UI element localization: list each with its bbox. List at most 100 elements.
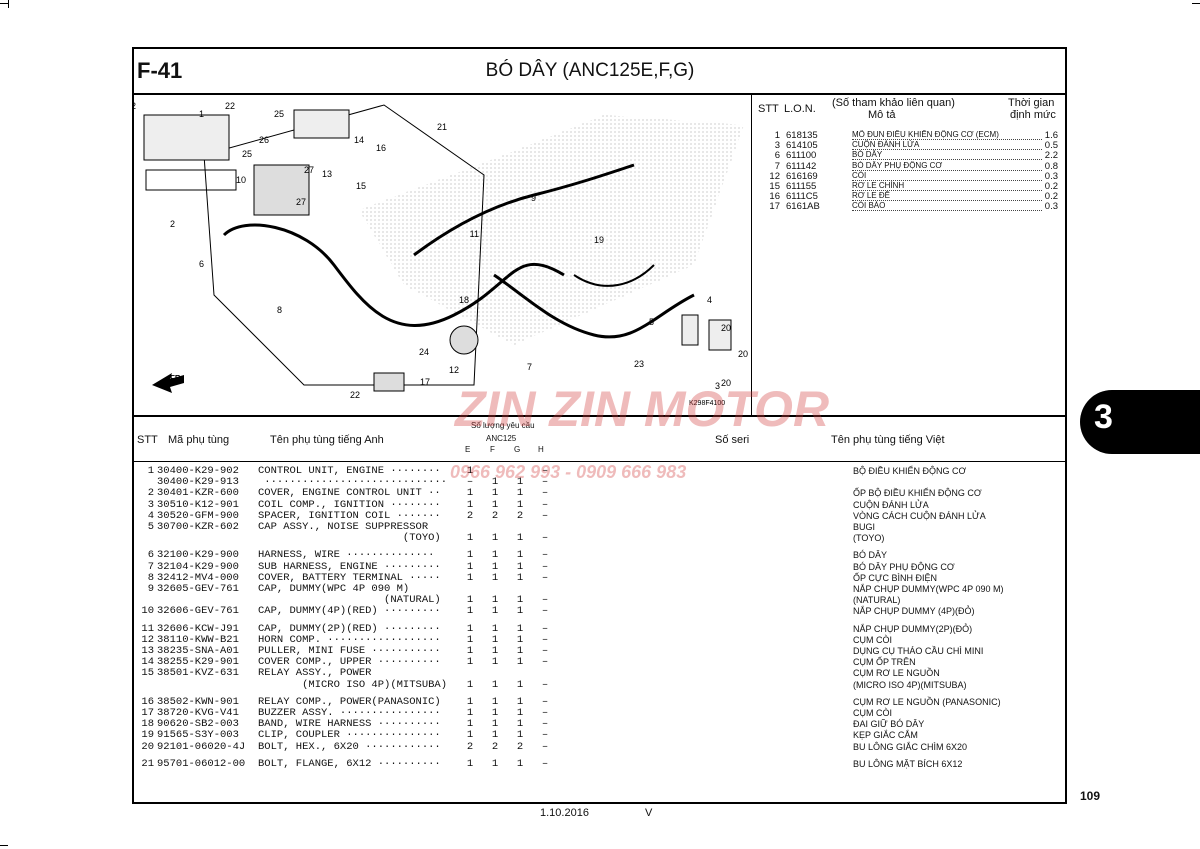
parts-row-qty-f: 1 [491,678,499,691]
parts-row-vietnamese-name: CỤM RƠ LE NGUỒN (PANASONIC) [853,696,1001,707]
parts-row-qty-g: 1 [516,645,524,657]
parts-row-english-name: ····························· [258,476,448,489]
part-callout: 14 [354,135,364,145]
list-col-serial: Số seri [715,434,750,446]
parts-row-qty-e: 1 [466,465,474,477]
parts-row-vietnamese-name: BÓ DÂY PHỤ ĐỘNG CƠ [853,561,955,572]
parts-row-qty-e: 1 [466,729,474,742]
parts-row-number: 6 [147,549,154,562]
parts-row-vietnamese-name: BÓ DÂY [853,550,888,561]
parts-row-qty-f: 1 [491,707,499,719]
parts-row-english-name: CAP, DUMMY(2P)(RED) ········· [258,622,441,635]
parts-row-part-number: 38110-KWW-B21 [157,633,239,646]
parts-row-qty-h: – [541,571,549,584]
parts-row-number: 9 [147,583,154,595]
parts-row-qty-h: – [541,633,549,646]
parts-row-number: 11 [141,622,154,635]
part-callout: 22 [225,101,235,111]
parts-row-english-name: (NATURAL) [258,594,441,607]
list-col-model: ANC125 [486,434,517,443]
parts-row-english-name: COVER COMP., UPPER ·········· [258,656,441,669]
parts-row-english-name: BUZZER ASSY. ················ [258,707,441,719]
summary-row-description: CUỘN ĐÁNH LỬA [852,140,1042,151]
parts-row-qty-h: – [541,622,549,635]
parts-row-vietnamese-name: (NATURAL) [853,595,901,606]
parts-row-part-number: 30700-KZR-602 [157,521,239,533]
parts-row-qty-f: 1 [491,718,499,731]
parts-row-qty-g: 2 [516,509,524,522]
parts-row-qty-e: 1 [466,645,474,657]
parts-row-part-number: 95701-06012-00 [157,757,246,770]
parts-row-number: 14 [141,656,154,669]
parts-row-number: 2 [147,487,154,500]
parts-row-qty-f: 1 [491,645,499,657]
summary-row-lon: 611142 [786,160,817,172]
parts-row-part-number: 30400-K29-902 [157,465,239,477]
parts-row-qty-g: 1 [516,729,524,742]
section-code: F-41 [137,58,183,83]
parts-row-number: 5 [147,521,154,533]
part-callout: 22 [350,390,360,400]
parts-row-part-number: 32605-GEV-761 [157,583,239,595]
parts-row-english-name: COVER, ENGINE CONTROL UNIT ·· [258,487,441,500]
summary-row-description: BÓ DÂY [852,150,1042,161]
parts-row-qty-g: 1 [516,532,524,545]
parts-row-qty-f: 1 [491,532,499,545]
part-callout: 6 [199,259,204,269]
diagram-ref-code: K298F4100 [689,400,725,407]
parts-row-number: 13 [141,645,154,657]
part-callout: 27 [304,165,314,175]
parts-row-english-name: (MICRO ISO 4P)(MITSUBA) [258,678,448,691]
summary-row-description: CÒI [852,171,1042,181]
parts-row-vietnamese-name: KẸP GIẮC CẮM [853,730,918,741]
parts-row-number: 19 [141,729,154,742]
part-callout: 23 [634,359,644,369]
parts-row-part-number: 32606-KCW-J91 [157,622,239,635]
parts-row-qty-f: 1 [491,757,499,770]
part-callout: 25 [274,109,284,119]
list-col-stt: STT [137,434,158,446]
parts-row-qty-g: 1 [516,549,524,562]
parts-row-part-number: 30401-KZR-600 [157,487,239,500]
parts-row-qty-h: – [541,560,549,573]
parts-row-qty-f: 1 [491,549,499,562]
summary-col-stt: STT [758,103,779,115]
summary-divider [751,94,752,415]
parts-row-vietnamese-name: VÒNG CÁCH CUỘN ĐÁNH LỬA [853,510,986,521]
parts-row-qty-f: 2 [491,740,499,753]
parts-row-number: 7 [147,560,154,573]
list-col-f: F [490,445,495,454]
parts-row-part-number: 38501-KVZ-631 [157,667,239,680]
parts-row-english-name: COIL COMP., IGNITION ········ [258,498,441,511]
parts-row-qty-e: 1 [466,707,474,719]
summary-row-lon: 611155 [786,181,817,192]
parts-row-vietnamese-name: BU LÔNG MẶT BÍCH 6X12 [853,758,963,769]
parts-row-vietnamese-name: CỤM RƠ LE NGUỒN [853,668,940,679]
parts-row-qty-h: – [541,498,549,511]
parts-row-vietnamese-name: BUGI [853,522,876,532]
parts-row-qty-e: 1 [466,532,474,545]
parts-row-vietnamese-name: (MICRO ISO 4P)(MITSUBA) [853,679,967,690]
parts-row-number: 4 [147,509,154,522]
part-callout: 10 [236,175,246,185]
parts-row-number: 17 [141,707,154,719]
list-col-english: Tên phụ tùng tiếng Anh [270,434,384,446]
parts-row-qty-g: 1 [516,571,524,584]
summary-col-desc: Mô tả [868,109,896,121]
summary-col-time: Thời gian [1008,97,1055,109]
page-title: BÓ DÂY (ANC125E,F,G) [485,60,695,81]
parts-row-part-number: 90620-SB2-003 [157,718,239,731]
footer-date: 1.10.2016 [540,807,589,819]
parts-row-vietnamese-name: ỐP BỘ ĐIỀU KHIỂN ĐỘNG CƠ [853,488,982,499]
parts-row-qty-h: – [541,487,549,500]
parts-row: 30400-K29-913 ··························… [134,476,1065,488]
summary-row-time: 0.2 [1044,181,1058,192]
parts-row-vietnamese-name: (TOYO) [853,533,885,544]
parts-row-qty-h: – [541,549,549,562]
